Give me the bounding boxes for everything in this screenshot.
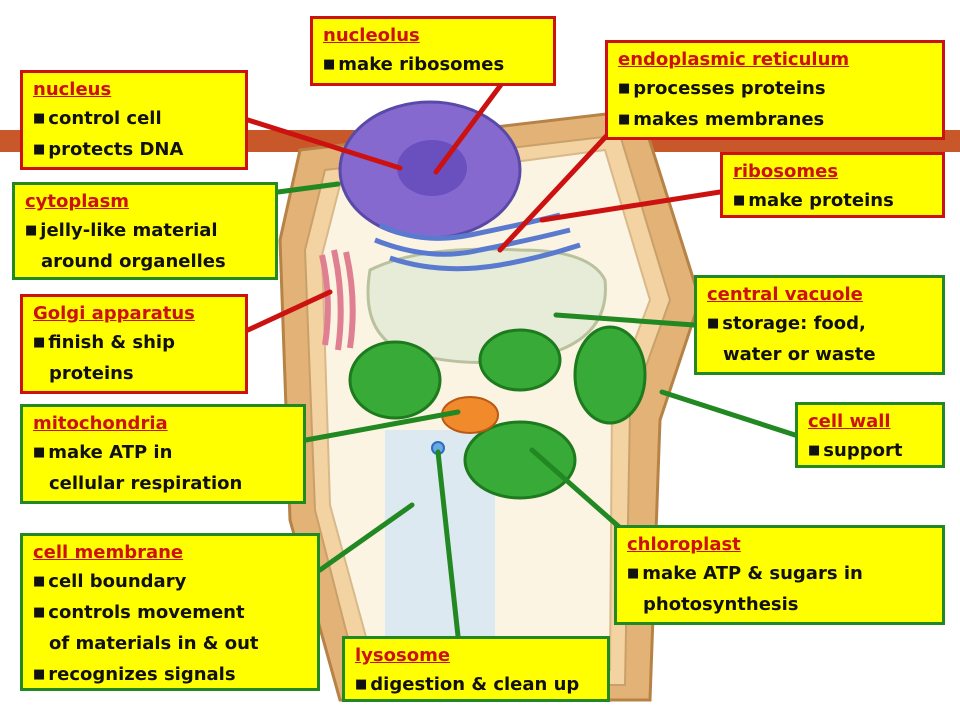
er-item-2: ■makes membranes: [618, 109, 825, 130]
nucleolus-title: nucleolus: [323, 25, 420, 46]
vacuole-item-1: ■storage: food,: [707, 313, 866, 334]
golgi-item-1-cont: proteins: [49, 363, 134, 384]
lysosome-title: lysosome: [355, 645, 451, 666]
ribosomes-title: ribosomes: [733, 161, 839, 182]
membrane-item-3: ■recognizes signals: [33, 664, 236, 685]
label-golgi-apparatus: Golgi apparatus ■finish & ship proteins: [20, 294, 248, 394]
vacuole-item-1-cont: water or waste: [723, 344, 876, 365]
chloroplast-shape-3: [573, 325, 647, 425]
nucleolus-item-1: ■make ribosomes: [323, 54, 505, 75]
label-chloroplast: chloroplast ■make ATP & sugars in photos…: [614, 525, 945, 625]
chloroplast-shape-4: [478, 328, 562, 392]
nucleus-title: nucleus: [33, 79, 112, 100]
label-cell-wall: cell wall ■support: [795, 402, 945, 468]
golgi-title: Golgi apparatus: [33, 303, 195, 324]
red-connectors: [245, 75, 723, 333]
er-item-1: ■processes proteins: [618, 78, 826, 99]
vacuole-title: central vacuole: [707, 284, 863, 305]
wall-title: cell wall: [808, 411, 891, 432]
label-ribosomes: ribosomes ■make proteins: [720, 152, 945, 218]
chloro-item-1-cont: photosynthesis: [643, 594, 799, 615]
chloro-item-1: ■make ATP & sugars in: [627, 563, 863, 584]
golgi-item-1: ■finish & ship: [33, 332, 175, 353]
ribosomes-item-1: ■make proteins: [733, 190, 894, 211]
membrane-item-2-cont: of materials in & out: [49, 633, 259, 654]
er-shape: [374, 212, 581, 272]
label-endoplasmic-reticulum: endoplasmic reticulum ■processes protein…: [605, 40, 945, 140]
golgi-shape: [319, 249, 356, 351]
nucleus-item-2: ■protects DNA: [33, 139, 184, 160]
label-mitochondria: mitochondria ■make ATP in cellular respi…: [20, 404, 306, 504]
lysosome-item-1: ■digestion & clean up: [355, 674, 580, 695]
mito-item-1: ■make ATP in: [33, 442, 173, 463]
nucleus-item-1: ■control cell: [33, 108, 162, 129]
label-nucleolus: nucleolus ■make ribosomes: [310, 16, 556, 86]
membrane-item-2: ■controls movement: [33, 602, 245, 623]
cytoplasm-item-1: ■jelly-like material: [25, 220, 218, 241]
chloro-title: chloroplast: [627, 534, 741, 555]
membrane-title: cell membrane: [33, 542, 184, 563]
membrane-item-1: ■cell boundary: [33, 571, 187, 592]
chloroplast-shape-2: [463, 420, 577, 500]
label-nucleus: nucleus ■control cell ■protects DNA: [20, 70, 248, 170]
label-cytoplasm: cytoplasm ■jelly-like material around or…: [12, 182, 278, 280]
label-cell-membrane: cell membrane ■cell boundary ■controls m…: [20, 533, 320, 691]
label-lysosome: lysosome ■digestion & clean up: [342, 636, 610, 702]
chloroplast-shape-1: [348, 340, 442, 420]
green-connectors: [275, 181, 798, 639]
cytoplasm-title: cytoplasm: [25, 191, 130, 212]
mito-title: mitochondria: [33, 413, 168, 434]
er-title: endoplasmic reticulum: [618, 49, 850, 70]
label-central-vacuole: central vacuole ■storage: food, water or…: [694, 275, 945, 375]
mito-item-1-cont: cellular respiration: [49, 473, 243, 494]
cytoplasm-item-1-cont: around organelles: [41, 251, 226, 272]
wall-item-1: ■support: [808, 440, 903, 461]
